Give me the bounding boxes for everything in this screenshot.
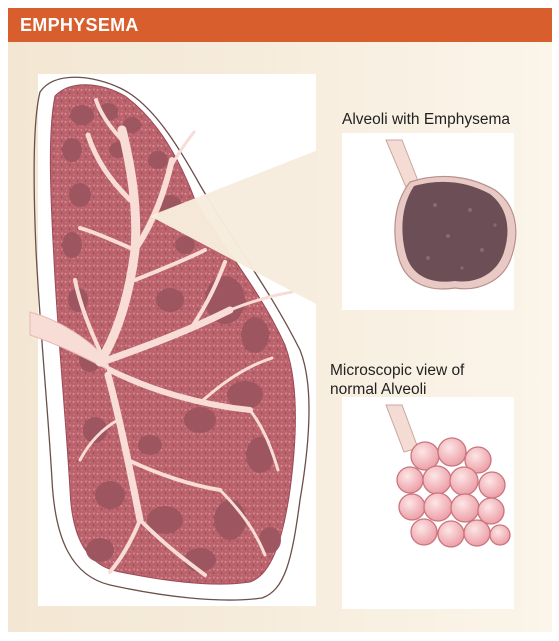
emphysema-alveoli-label: Alveoli with Emphysema xyxy=(342,110,510,130)
normal-alveoli-label-line1: Microscopic view of xyxy=(330,361,464,381)
normal-alveoli-label-line2: normal Alveoli xyxy=(330,380,427,400)
